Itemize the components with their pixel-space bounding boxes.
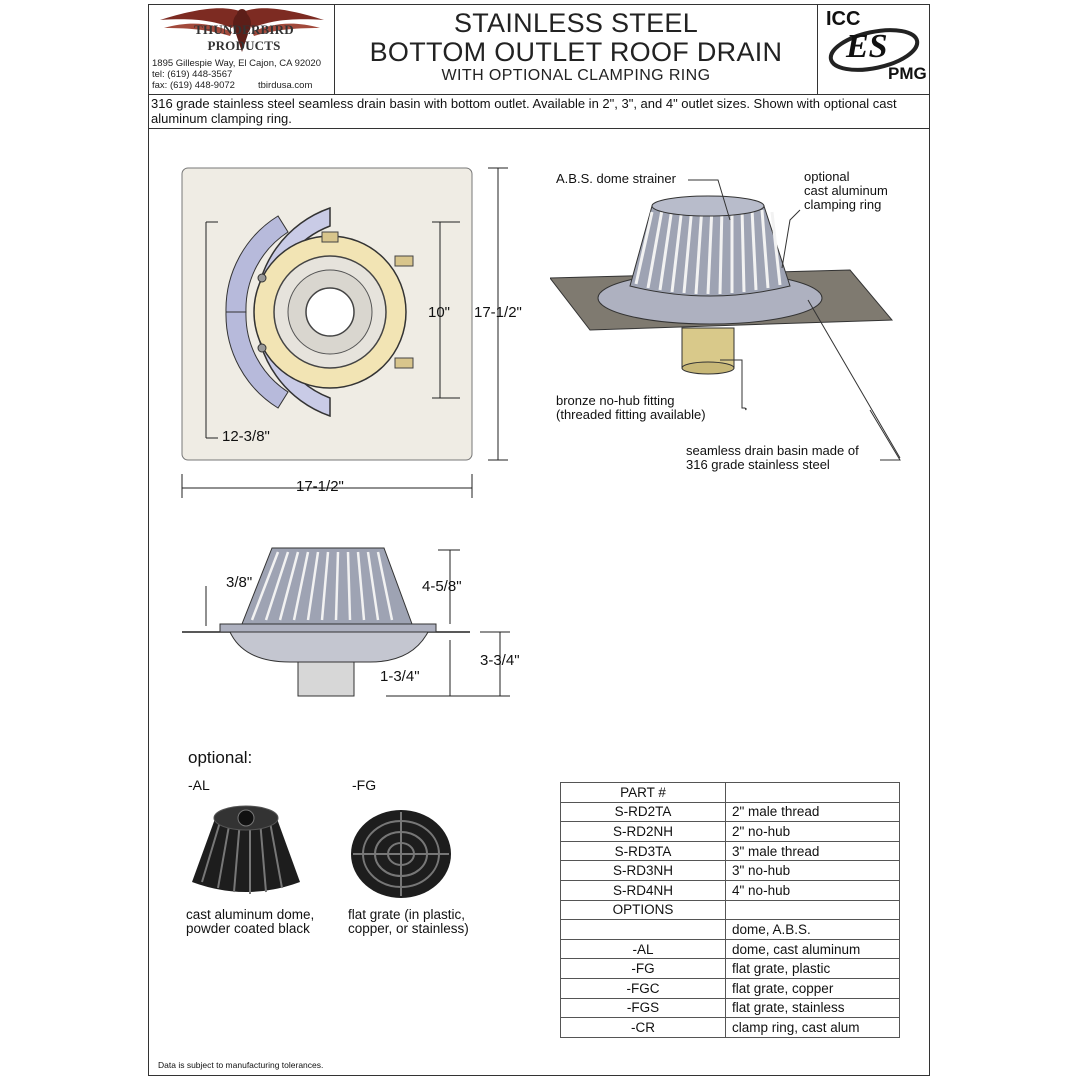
part-code-cell: -AL (560, 938, 726, 960)
part-code-cell: -FG (560, 958, 726, 979)
cert-divider (817, 4, 818, 94)
part-code-cell: S-RD4NH (560, 879, 726, 901)
side-view-drawing (182, 547, 510, 697)
part-code-cell: -CR (560, 1017, 726, 1038)
table-row: dome, A.B.S. (560, 919, 900, 940)
part-desc-cell (725, 899, 900, 921)
dim-inner-10in: 10" (428, 304, 451, 321)
footer-disclaimer: Data is subject to manufacturing toleran… (158, 1060, 324, 1070)
part-code-cell: -FGS (560, 997, 726, 1019)
label-basin-line2: 316 grade stainless steel (686, 457, 830, 472)
company-logo (152, 6, 332, 56)
al-dome-image (192, 805, 300, 894)
title-line-3: WITH OPTIONAL CLAMPING RING (441, 67, 711, 84)
label-ring-line2: cast aluminum (804, 183, 888, 198)
label-basin-line1: seamless drain basin made of (686, 443, 859, 458)
part-code-cell: OPTIONS (560, 899, 726, 921)
part-desc-cell: 3" male thread (725, 840, 900, 862)
iso-view-drawing (550, 179, 901, 461)
option-fg-code: -FG (352, 777, 377, 793)
part-desc-cell: 4" no-hub (725, 879, 900, 901)
cert-icc: ICC (826, 8, 861, 30)
dim-bottom-17-1-2: 17-1/2" (296, 478, 344, 495)
table-row: PART # (560, 782, 900, 803)
part-desc-cell (725, 782, 900, 803)
title-line-1: STAINLESS STEEL (453, 8, 699, 38)
option-fg-desc-2: copper, or stainless) (348, 921, 469, 936)
part-desc-cell: 2" male thread (725, 801, 900, 823)
part-code-cell (560, 919, 726, 940)
part-code-cell: S-RD2NH (560, 821, 726, 842)
option-al-desc-2: powder coated black (186, 921, 310, 936)
cert-es: ES (846, 28, 888, 65)
part-desc-cell: dome, A.B.S. (725, 919, 900, 940)
cert-pmg: PMG (888, 64, 927, 83)
header-divider (148, 94, 930, 95)
company-tel: tel: (619) 448-3567 (152, 69, 233, 80)
company-website[interactable]: tbirdusa.com (258, 80, 313, 91)
dim-ring-12-3-8: 12-3/8" (222, 428, 270, 445)
part-desc-cell: 3" no-hub (725, 860, 900, 881)
part-code-cell: S-RD3NH (560, 860, 726, 881)
option-al-code: -AL (188, 777, 210, 793)
part-desc-cell: dome, cast aluminum (725, 938, 900, 960)
title-line-2: BOTTOM OUTLET ROOF DRAIN (369, 37, 783, 67)
fg-flat-grate-image (351, 810, 451, 898)
label-ring-line3: clamping ring (804, 197, 882, 212)
label-fitting-line2: (threaded fitting available) (556, 407, 706, 422)
label-dome-strainer: A.B.S. dome strainer (556, 171, 676, 186)
part-code-cell: -FGC (560, 977, 726, 999)
optional-heading: optional: (188, 748, 253, 767)
icc-es-icon (828, 28, 920, 72)
part-code-cell: S-RD3TA (560, 840, 726, 862)
dim-ring-3-8: 3/8" (226, 574, 253, 591)
label-fitting-line1: bronze no-hub fitting (556, 393, 675, 408)
dim-height-4-5-8: 4-5/8" (422, 578, 462, 595)
company-name: THUNDERBIRD PRODUCTS (194, 22, 294, 53)
thunderbird-logo-icon (160, 8, 324, 52)
label-ring-line1: optional (804, 169, 850, 184)
part-code-cell: S-RD2TA (560, 801, 726, 823)
icc-es-pmg-logo (820, 6, 928, 92)
company-fax: fax: (619) 448-9072 (152, 80, 235, 91)
part-desc-cell: flat grate, stainless (725, 997, 900, 1019)
product-description: 316 grade stainless steel seamless drain… (151, 96, 897, 126)
dim-depth-3-3-4: 3-3/4" (480, 652, 520, 669)
logo-divider (334, 4, 335, 94)
drawing-frame (148, 4, 930, 1076)
part-code-cell: PART # (560, 782, 726, 803)
option-fg-desc-1: flat grate (in plastic, (348, 907, 466, 922)
table-row: OPTIONS (560, 899, 900, 921)
desc-divider (148, 128, 930, 129)
company-address: 1895 Gillespie Way, El Cajon, CA 92020 (152, 58, 321, 69)
part-desc-cell: flat grate, copper (725, 977, 900, 999)
option-al-desc-1: cast aluminum dome, (186, 907, 315, 922)
dim-side-17-1-2: 17-1/2" (474, 304, 522, 321)
part-desc-cell: flat grate, plastic (725, 958, 900, 979)
dim-outlet-1-3-4: 1-3/4" (380, 668, 420, 685)
part-desc-cell: clamp ring, cast alum (725, 1017, 900, 1038)
plan-view-drawing (181, 167, 508, 498)
part-desc-cell: 2" no-hub (725, 821, 900, 842)
